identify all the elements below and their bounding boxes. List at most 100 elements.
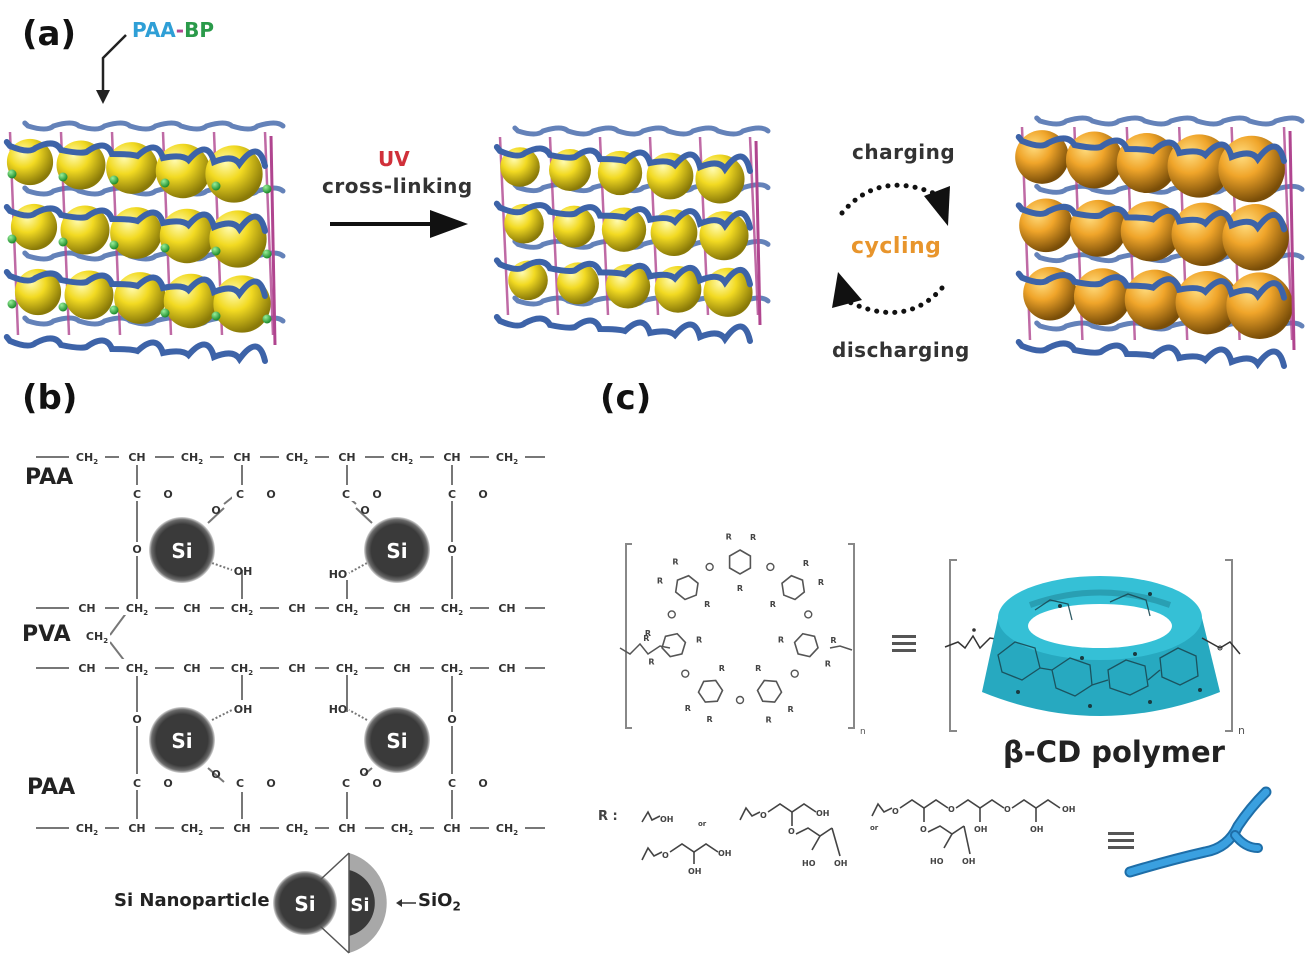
r-definition-label: R : bbox=[598, 809, 618, 824]
oxygen-label: O bbox=[662, 851, 669, 860]
polymer-chain bbox=[1015, 339, 1287, 370]
ch-group: CH bbox=[233, 822, 250, 835]
substituent-1-bond bbox=[641, 810, 661, 823]
carbonyl-carbon: C bbox=[342, 488, 350, 501]
ch-group: CH bbox=[443, 451, 460, 464]
bond-line bbox=[348, 709, 368, 721]
si-nanoparticle-icon bbox=[364, 517, 430, 583]
si-nanoparticle-icon bbox=[273, 871, 337, 935]
active-material-sphere bbox=[1218, 135, 1285, 203]
pva-label: PVA bbox=[22, 622, 71, 647]
bp-crosslinker-dot bbox=[262, 314, 272, 324]
ch-group: CH bbox=[78, 662, 95, 675]
bp-text: BP bbox=[184, 18, 214, 42]
glycosidic-oxygen bbox=[804, 610, 813, 619]
ch-group: CH bbox=[393, 662, 410, 675]
r-substituent-label: R bbox=[704, 600, 710, 609]
carbonyl-carbon: C bbox=[342, 777, 350, 790]
polymer-chain bbox=[1015, 202, 1287, 233]
r-substituent-label: R bbox=[648, 658, 654, 667]
glycosidic-oxygen bbox=[790, 669, 799, 678]
r-substituent-label: R bbox=[737, 584, 743, 593]
bond-line bbox=[355, 507, 373, 524]
cycling-label: cycling bbox=[851, 234, 942, 259]
si-label: Si bbox=[171, 539, 192, 563]
ch-group: CH bbox=[338, 822, 355, 835]
glycosidic-oxygen bbox=[735, 695, 745, 705]
crosslinking-label: cross-linking bbox=[322, 174, 473, 198]
ch2-group: CH2 bbox=[86, 630, 108, 645]
ch2-group: CH2 bbox=[391, 822, 413, 837]
carbonyl-carbon: C bbox=[236, 777, 244, 790]
oxygen-label: O bbox=[760, 811, 767, 820]
polymer-chain bbox=[1015, 270, 1287, 301]
ester-oxygen: O bbox=[447, 713, 456, 726]
ester-oxygen: O bbox=[132, 543, 141, 556]
glucose-unit bbox=[728, 549, 752, 575]
si-nanoparticle-icon bbox=[364, 707, 430, 773]
oxygen-label: O bbox=[1004, 805, 1011, 814]
equivalence-symbol-1 bbox=[892, 635, 916, 652]
hydroxyl-group: HO bbox=[329, 568, 348, 581]
si-core-text: Si bbox=[294, 892, 315, 916]
beta-cd-polymer-label: β-CD polymer bbox=[1003, 735, 1225, 769]
ch-group: CH bbox=[183, 662, 200, 675]
crosslinked-electrode-block bbox=[493, 125, 771, 345]
paa-text: PAA bbox=[132, 18, 176, 42]
bp-crosslinker-dot bbox=[58, 302, 68, 312]
sio2-subscript: 2 bbox=[452, 899, 461, 914]
ch-group: CH bbox=[183, 602, 200, 615]
ch-group: CH bbox=[288, 602, 305, 615]
ch2-group: CH2 bbox=[181, 822, 203, 837]
panel-a-graphic bbox=[3, 34, 1305, 370]
hydroxyl-group: OH bbox=[234, 565, 253, 578]
hydroxyl-label: OH bbox=[1030, 825, 1044, 834]
panel-a-label: (a) bbox=[22, 14, 77, 54]
ch2-group: CH2 bbox=[181, 451, 203, 466]
hydroxyl-label: OH bbox=[816, 809, 830, 818]
ester-oxygen: O bbox=[132, 713, 141, 726]
bp-crosslinker-dot bbox=[7, 299, 17, 309]
r-substituent-label: R bbox=[726, 533, 732, 542]
panel-c-label: (c) bbox=[600, 378, 652, 418]
right-bracket-2 bbox=[1225, 559, 1233, 732]
ch2-group: CH2 bbox=[496, 822, 518, 837]
or-label: or bbox=[870, 824, 879, 832]
oxygen-label: O bbox=[788, 827, 795, 836]
right-bracket-1 bbox=[848, 543, 855, 729]
r-substituent-label: R bbox=[755, 664, 761, 673]
carbonyl-oxygen: O bbox=[266, 488, 275, 501]
ch-group: CH bbox=[78, 602, 95, 615]
carbonyl-carbon: C bbox=[133, 777, 141, 790]
repeat-n-1: n bbox=[860, 727, 866, 737]
carbonyl-carbon: C bbox=[448, 488, 456, 501]
glycosidic-oxygen bbox=[667, 610, 676, 619]
paa-top-label: PAA bbox=[25, 465, 74, 490]
bp-crosslinker-dot bbox=[7, 169, 17, 179]
bp-crosslinker-dot bbox=[160, 178, 170, 188]
carbonyl-oxygen: O bbox=[163, 777, 172, 790]
sio2-text: SiO bbox=[418, 890, 453, 911]
glycosidic-oxygen bbox=[681, 669, 690, 678]
charging-arrowhead-icon bbox=[924, 186, 950, 226]
polymer-chain bbox=[493, 144, 753, 175]
active-material-sphere bbox=[703, 267, 753, 317]
ch2-group: CH2 bbox=[336, 602, 358, 617]
glycosidic-oxygen bbox=[705, 562, 714, 572]
bp-crosslinker-dot bbox=[211, 311, 221, 321]
ch-group: CH bbox=[338, 451, 355, 464]
r-substituent-label: R bbox=[707, 715, 713, 724]
ch2-group: CH2 bbox=[126, 662, 148, 677]
ch2-group: CH2 bbox=[441, 602, 463, 617]
r-substituent-label: R bbox=[672, 558, 678, 567]
active-material-sphere bbox=[699, 211, 749, 261]
r-substituent-label: R bbox=[696, 635, 702, 644]
r-substituent-label: R bbox=[770, 600, 776, 609]
polymer-branch-icon bbox=[1124, 786, 1272, 878]
discharging-label: discharging bbox=[832, 338, 970, 362]
uv-arrow bbox=[330, 210, 468, 238]
ch2-group: CH2 bbox=[76, 822, 98, 837]
r-substituent-label: R bbox=[778, 635, 784, 644]
bp-crosslinker-dot bbox=[109, 175, 119, 185]
